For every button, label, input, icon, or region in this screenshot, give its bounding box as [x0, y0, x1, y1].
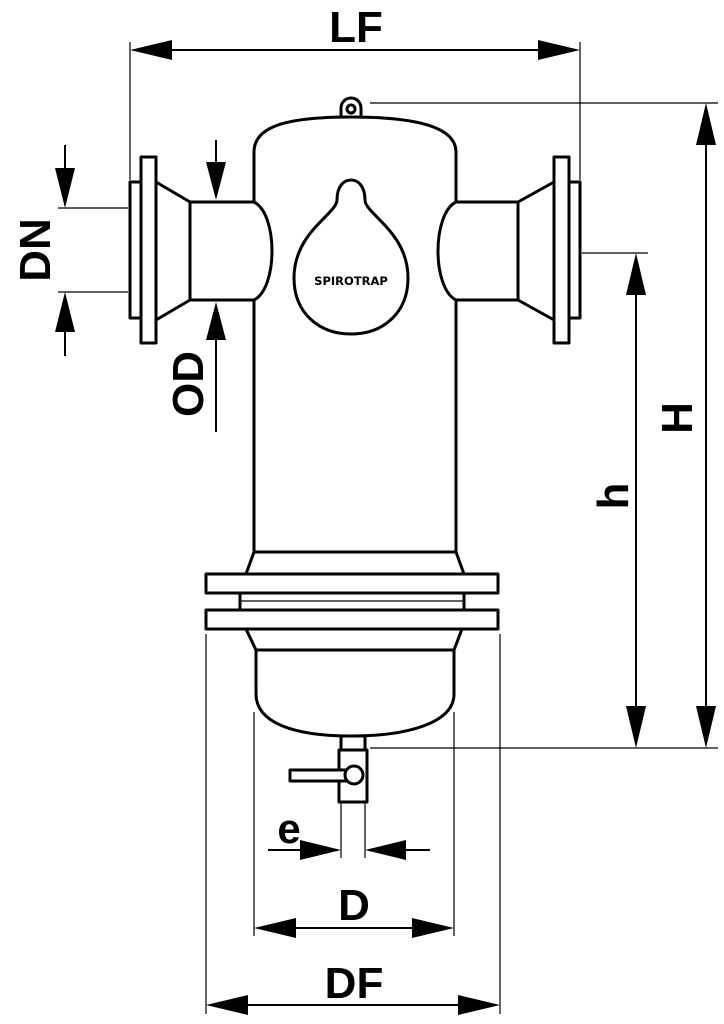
dn-arrow-top	[55, 168, 75, 208]
outlet-nozzle	[456, 200, 520, 302]
inlet-reducer	[154, 180, 192, 322]
df-arrow-left	[206, 995, 248, 1015]
od-label: OD	[164, 351, 213, 417]
lifting-lug-hole	[345, 103, 357, 115]
outlet-reducer	[516, 180, 556, 322]
e-label: e	[277, 805, 300, 852]
upper-flange-neck	[244, 550, 466, 576]
lower-flange-neck	[244, 627, 464, 652]
bottom-chamber	[254, 648, 456, 738]
h-upper-label: H	[653, 402, 702, 434]
h-upper-arrow-top	[696, 103, 716, 145]
e-arrow-left	[300, 840, 341, 860]
h-lower-arrow-top	[626, 253, 646, 295]
lf-arrow-right	[538, 40, 580, 60]
lower-body-flange	[204, 608, 500, 631]
dn-label: DN	[11, 218, 60, 282]
dn-arrow-bottom	[55, 292, 75, 332]
nameplate	[292, 178, 410, 336]
d-arrow-right	[412, 918, 454, 938]
df-label: DF	[325, 959, 384, 1008]
drain-valve-ball	[343, 764, 365, 786]
drain-valve-handle	[288, 768, 348, 783]
inlet-nozzle	[188, 200, 254, 302]
od-arrow-top	[206, 162, 226, 200]
drain-stub	[339, 734, 367, 752]
od-arrow-bottom	[206, 302, 226, 340]
outlet-nozzle-bulge	[436, 200, 457, 302]
lf-arrow-left	[130, 40, 172, 60]
inlet-flange-face	[128, 180, 143, 320]
h-lower-arrow-bottom	[626, 706, 646, 748]
upper-body-flange	[204, 572, 500, 595]
brand-text: SPIROTRAP	[314, 274, 388, 288]
inlet-nozzle-bulge	[253, 200, 274, 302]
outlet-flange	[552, 155, 571, 345]
outlet-flange-face	[567, 180, 582, 320]
df-arrow-right	[458, 995, 500, 1015]
h-upper-arrow-bottom	[696, 706, 716, 748]
e-arrow-right	[365, 840, 406, 860]
d-arrow-left	[254, 918, 296, 938]
inlet-flange	[139, 155, 158, 345]
vessel: SPIROTRAP	[128, 96, 582, 804]
d-label: D	[338, 881, 370, 930]
lf-label: LF	[329, 3, 383, 52]
h-lower-label: h	[589, 483, 638, 510]
dimensions: LF DN OD H h e	[11, 3, 718, 1015]
